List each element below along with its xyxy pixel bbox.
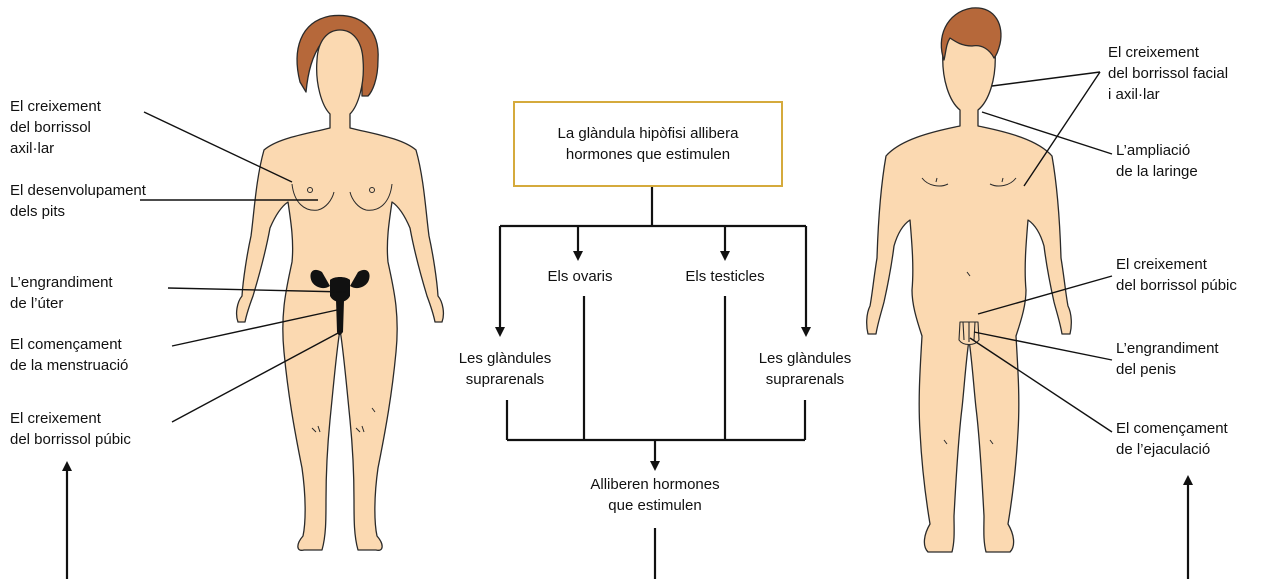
label-larynx-enlargement: L’ampliació de la laringe [1116,140,1198,182]
male-figure [867,8,1072,552]
label-menstruation-onset: El començament de la menstruació [10,334,128,376]
label-ejaculation-onset: El començament de l’ejaculació [1116,418,1228,460]
label-breast-development: El desenvolupament dels pits [10,180,146,222]
label-penis-enlargement: L’engrandiment del penis [1116,338,1219,380]
pituitary-box: La glàndula hipòfisi allibera hormones q… [513,101,783,187]
leader-facial [992,72,1100,86]
label-ovaries: Els ovaris [530,266,630,287]
label-uterus-enlargement: L’engrandiment de l’úter [10,272,113,314]
male-genitals [959,322,979,345]
label-release-hormones: Alliberen hormones que estimulen [560,474,750,516]
label-female-axillary-hair: El creixement del borrissol axil·lar [10,96,101,159]
male-body [867,24,1072,552]
label-male-pubic-hair: El creixement del borrissol púbic [1116,254,1237,296]
label-adrenal-right: Les glàndules suprarenals [730,348,880,390]
label-facial-axillary-hair: El creixement del borrissol facial i axi… [1108,42,1228,105]
label-adrenal-left: Les glàndules suprarenals [430,348,580,390]
female-figure [237,15,444,550]
label-female-pubic-hair: El creixement del borrissol púbic [10,408,131,450]
label-testes: Els testicles [668,266,782,287]
